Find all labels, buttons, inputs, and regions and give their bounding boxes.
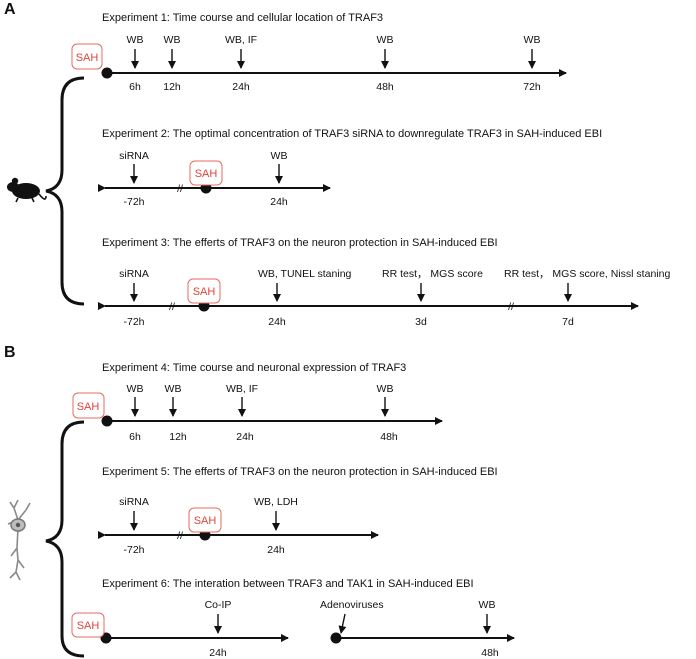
timepoint-assay: WB: [164, 34, 181, 46]
timeline-break: //: [169, 301, 175, 313]
experiment-title: Experiment 3: The efferts of TRAF3 on th…: [102, 237, 498, 249]
timepoint-assay: WB: [524, 34, 541, 46]
timepoint-assay: siRNA: [119, 268, 149, 280]
experiment-3: Experiment 3: The efferts of TRAF3 on th…: [98, 237, 670, 328]
panel-label-a: A: [4, 1, 16, 18]
timeline-break: //: [177, 530, 183, 542]
sah-timepoint-dot: [101, 415, 113, 427]
sah-badge: [71, 612, 105, 638]
brace-a: [45, 76, 85, 306]
timepoint-time: 72h: [523, 81, 541, 93]
timepoint-assay: siRNA: [119, 150, 149, 162]
start-timepoint-dot: [330, 632, 342, 644]
timepoint-time: 24h: [267, 544, 285, 556]
timepoint-assay: WB: [479, 599, 496, 611]
timepoint-assay: Adenoviruses: [320, 599, 384, 611]
timepoint-marker: [338, 613, 347, 634]
experiment-2: Experiment 2: The optimal concentration …: [98, 128, 602, 208]
sah-badge: [187, 278, 221, 304]
timepoint-time: -72h: [123, 196, 144, 208]
experiment-4: Experiment 4: Time course and neuronal e…: [72, 362, 443, 443]
timeline-break: //: [508, 301, 514, 313]
timepoint-time: 12h: [169, 431, 187, 443]
timepoint-assay: WB: [127, 34, 144, 46]
timepoint-assay: WB, IF: [226, 383, 258, 395]
timepoint-assay: WB, TUNEL staning: [258, 268, 352, 280]
timepoint-assay: WB: [165, 383, 182, 395]
timepoint-time: 24h: [236, 431, 254, 443]
timepoint-assay: siRNA: [119, 496, 149, 508]
sah-label: SAH: [194, 515, 217, 527]
experiment-title: Experiment 2: The optimal concentration …: [102, 128, 602, 140]
timepoint-assay: WB: [377, 383, 394, 395]
sah-badge: [189, 160, 223, 186]
timepoint-time: 24h: [270, 196, 288, 208]
experiment-title: Experiment 1: Time course and cellular l…: [102, 12, 383, 24]
timepoint-time: 24h: [232, 81, 250, 93]
sah-label: SAH: [76, 52, 99, 64]
timepoint-time: 6h: [129, 431, 141, 443]
timepoint-assay: WB: [271, 150, 288, 162]
timepoint-time: 48h: [481, 647, 499, 659]
timepoint-time: -72h: [123, 316, 144, 328]
timepoint-assay: WB: [127, 383, 144, 395]
sah-timepoint-dot: [101, 67, 113, 79]
timepoint-assay: WB, LDH: [254, 496, 298, 508]
experiment-title: Experiment 6: The interation between TRA…: [102, 578, 474, 590]
sah-label: SAH: [77, 401, 100, 413]
timepoint-time: 24h: [209, 647, 227, 659]
panel-label-b: B: [4, 344, 16, 361]
timepoint-time: 7d: [562, 316, 574, 328]
timepoint-time: 48h: [380, 431, 398, 443]
timeline-break: //: [177, 183, 183, 195]
timepoint-time: 3d: [415, 316, 427, 328]
mouse-icon: [7, 177, 47, 203]
timepoint-assay: Co-IP: [205, 599, 232, 611]
timepoint-time: 12h: [163, 81, 181, 93]
sah-badge: [71, 43, 103, 70]
timepoint-assay: WB: [377, 34, 394, 46]
brace-b: [45, 420, 85, 658]
neuron-icon: [7, 499, 31, 581]
sah-badge: [72, 392, 105, 419]
sah-label: SAH: [193, 286, 216, 298]
timepoint-assay: WB, IF: [225, 34, 257, 46]
experiment-1: Experiment 1: Time course and cellular l…: [71, 12, 567, 93]
sah-label: SAH: [77, 620, 100, 632]
timepoint-time: 24h: [268, 316, 286, 328]
timepoint-time: 48h: [376, 81, 394, 93]
timepoint-time: -72h: [123, 544, 144, 556]
sah-badge: [188, 507, 222, 533]
timepoint-assay: RR test， MGS score: [382, 268, 483, 280]
timepoint-assay: RR test， MGS score, Nissl staning: [504, 268, 670, 280]
experiment-5: Experiment 5: The efferts of TRAF3 on th…: [98, 466, 498, 556]
experiment-title: Experiment 4: Time course and neuronal e…: [102, 362, 406, 374]
sah-label: SAH: [195, 168, 218, 180]
experiment-6: Experiment 6: The interation between TRA…: [71, 578, 515, 659]
timepoint-time: 6h: [129, 81, 141, 93]
experiment-title: Experiment 5: The efferts of TRAF3 on th…: [102, 466, 498, 478]
